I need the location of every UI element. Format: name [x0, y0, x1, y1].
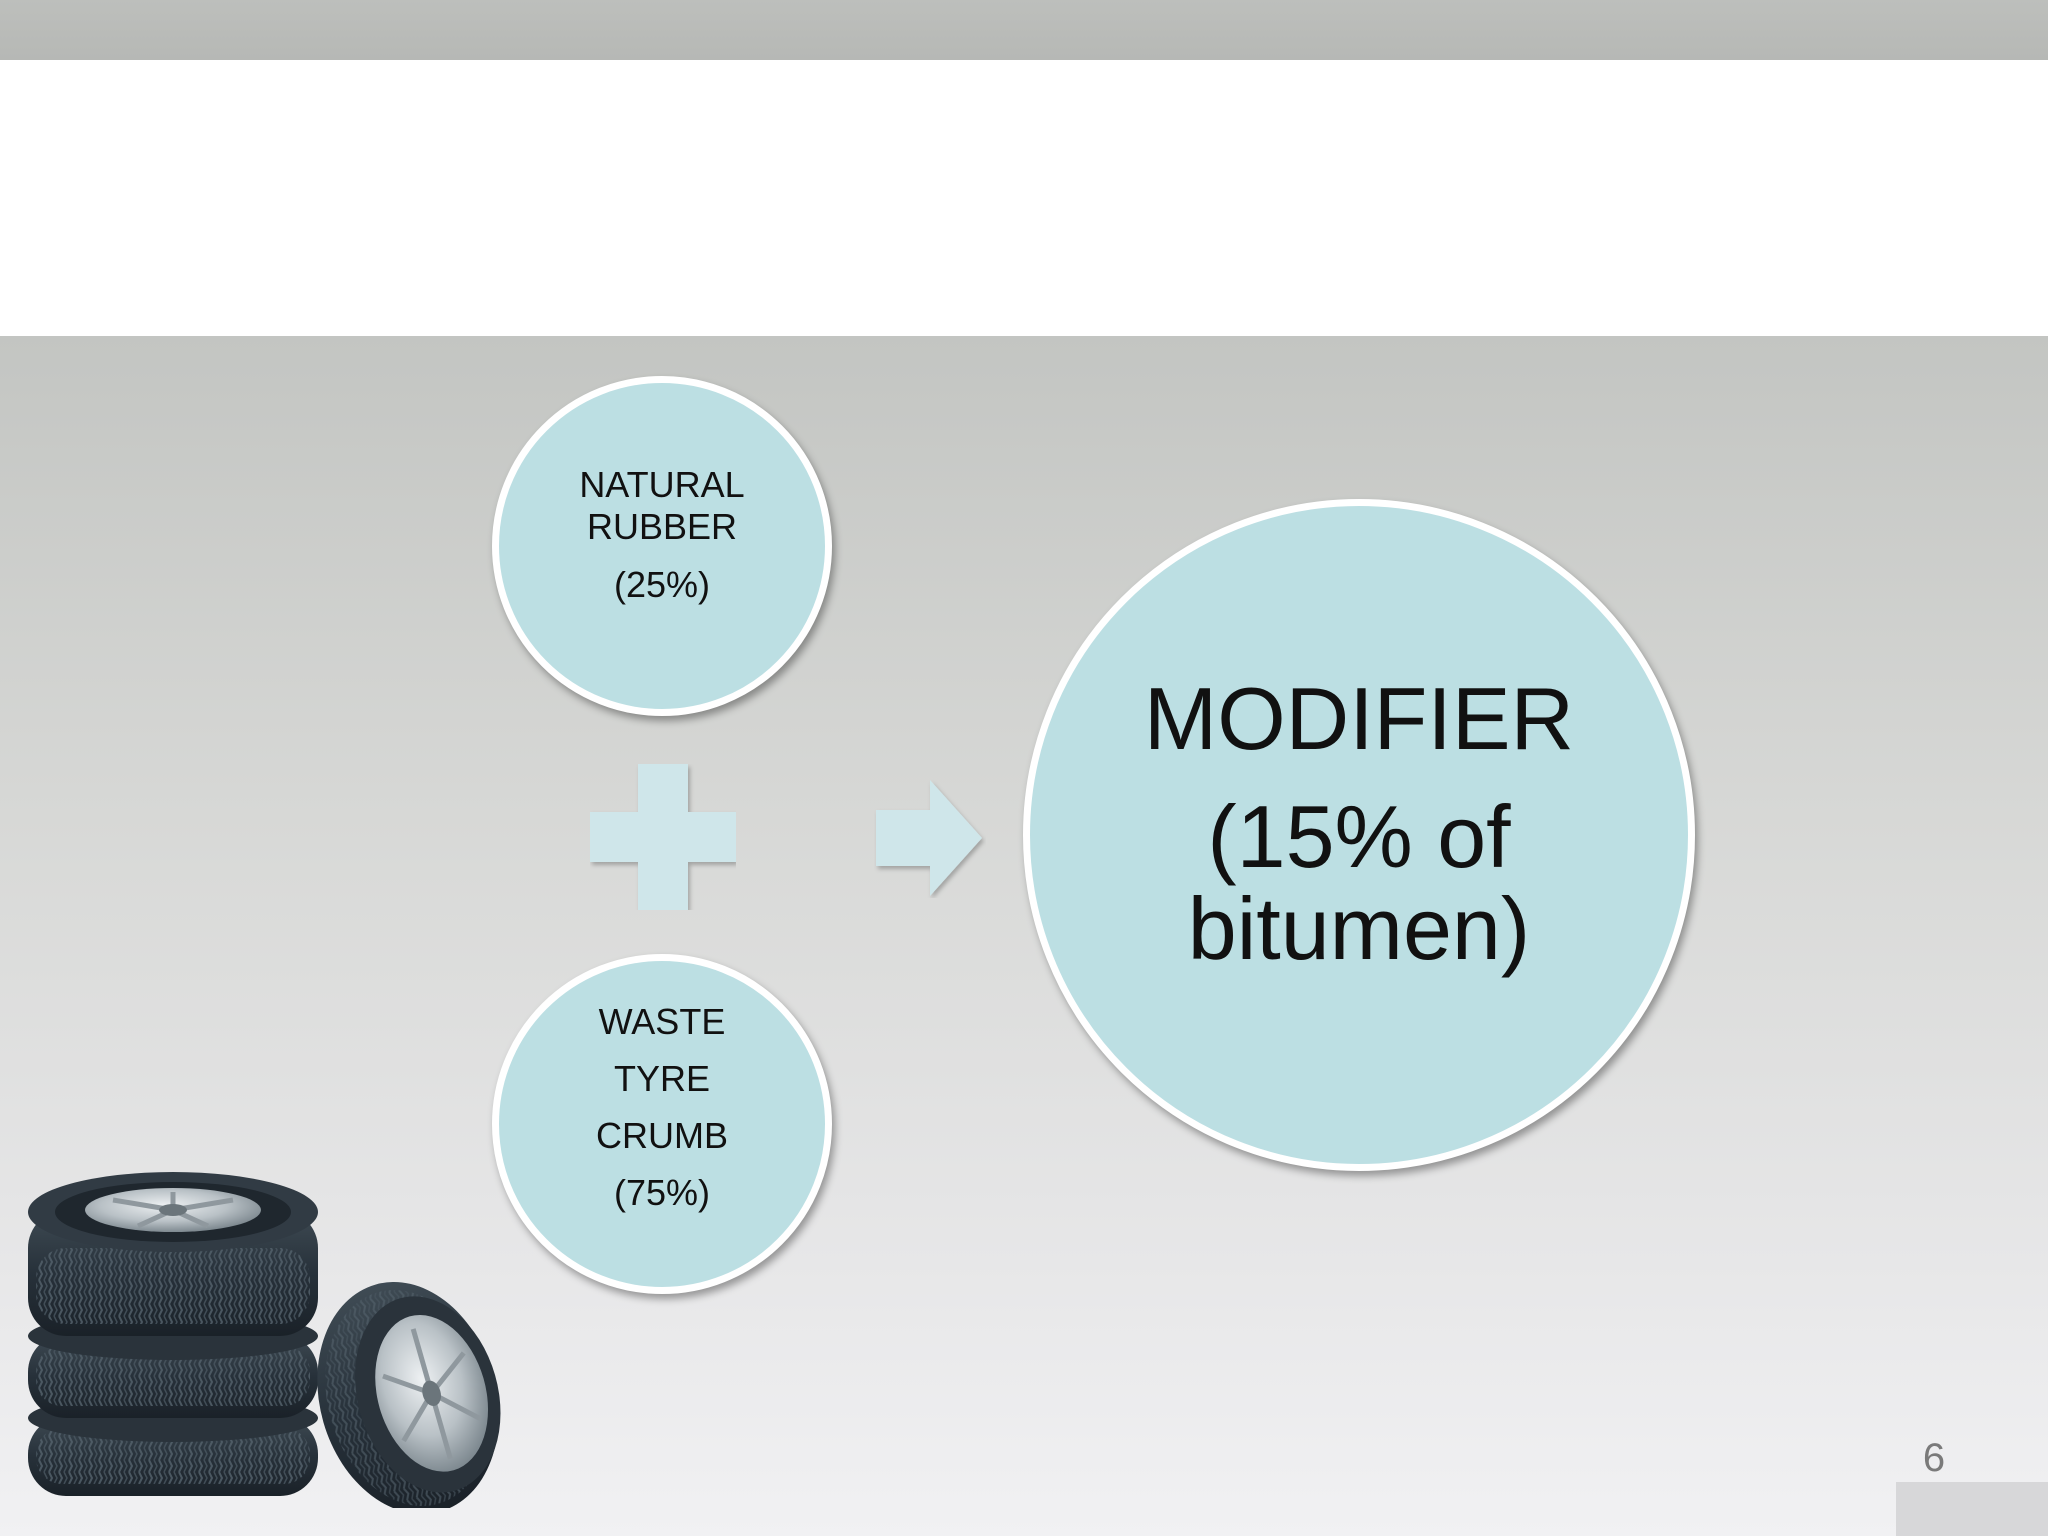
arrow-right-icon	[876, 780, 982, 896]
natural-rubber-line-1: NATURAL	[579, 464, 745, 505]
modifier-circle: MODIFIER (15% of bitumen)	[1023, 499, 1695, 1171]
waste-tyre-line-2: TYRE	[613, 1058, 710, 1099]
modifier-text: MODIFIER (15% of bitumen)	[1144, 671, 1574, 975]
tyre-top	[28, 1172, 318, 1336]
waste-tyre-crumb-circle: WASTE TYRE CRUMB (75%)	[492, 954, 832, 1294]
top-band	[0, 0, 2048, 60]
waste-tyre-crumb-text: WASTE TYRE CRUMB (75%)	[596, 993, 728, 1221]
tyre-leaning	[317, 1282, 501, 1508]
waste-tyre-line-3: CRUMB	[596, 1115, 728, 1156]
stacked-tyres-image	[28, 1172, 501, 1508]
footer-corner-block	[1896, 1482, 2048, 1536]
natural-rubber-line-2: RUBBER	[586, 506, 737, 547]
natural-rubber-circle: NATURAL RUBBER (25%)	[492, 376, 832, 716]
waste-tyre-percent: (75%)	[613, 1172, 711, 1213]
modifier-title: MODIFIER	[1143, 669, 1575, 768]
natural-rubber-percent: (25%)	[613, 564, 710, 605]
title-area	[0, 60, 2048, 336]
natural-rubber-text: NATURAL RUBBER (25%)	[579, 464, 744, 606]
page-number: 6	[1922, 1436, 1946, 1480]
plus-icon	[590, 764, 736, 910]
waste-tyre-line-1: WASTE	[598, 1001, 726, 1042]
modifier-line-2: bitumen)	[1187, 879, 1531, 978]
modifier-line-1: (15% of	[1207, 787, 1511, 886]
